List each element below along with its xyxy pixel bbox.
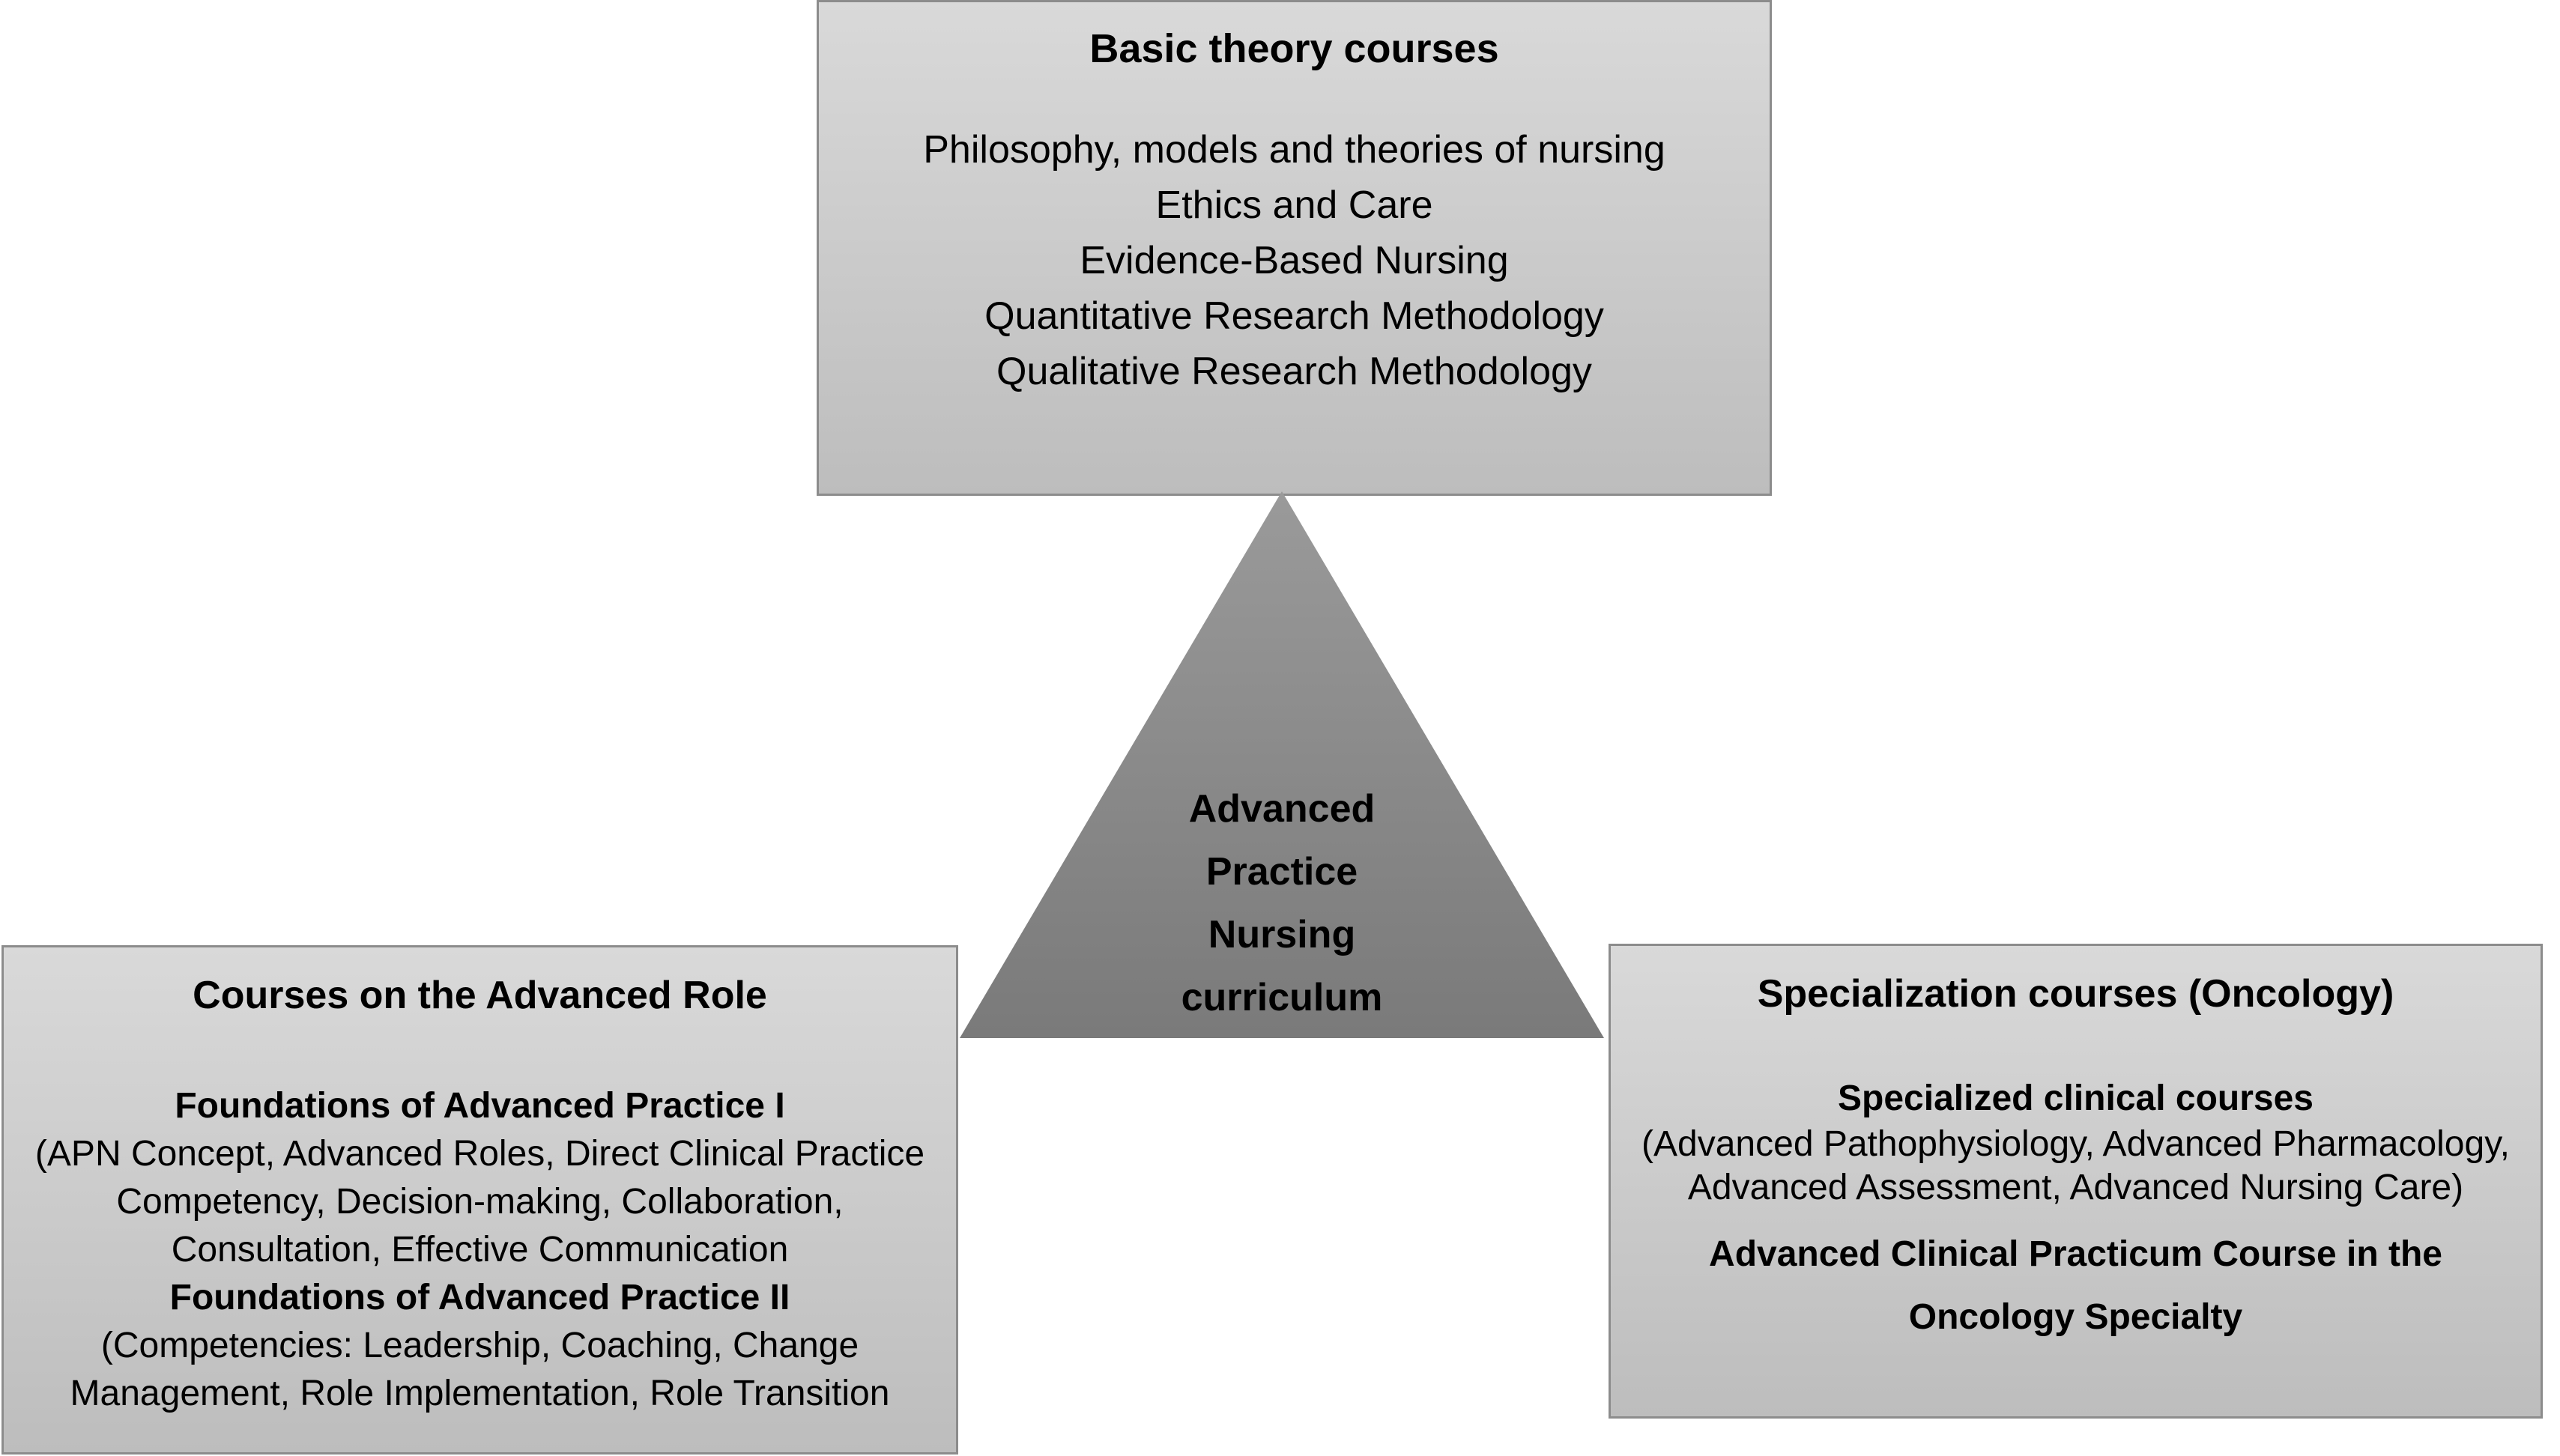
- course-item: Qualitative Research Methodology: [996, 350, 1592, 393]
- triangle-shape: [960, 491, 1604, 1038]
- curriculum-triangle: [960, 491, 1604, 1038]
- basic-theory-course-list: Philosophy, models and theories of nursi…: [819, 122, 1770, 399]
- specialization-content: Specialized clinical courses (Advanced P…: [1611, 1075, 2541, 1349]
- specialized-clinical-body: (Advanced Pathophysiology, Advanced Phar…: [1641, 1124, 2510, 1207]
- foundations-2-body: (Competencies: Leadership, Coaching, Cha…: [70, 1326, 890, 1413]
- basic-theory-title: Basic theory courses: [1089, 26, 1499, 71]
- triangle-label-line: Nursing: [1208, 913, 1356, 956]
- foundations-2-heading: Foundations of Advanced Practice II: [169, 1278, 790, 1317]
- triangle-label: Advanced Practice Nursing curriculum: [960, 777, 1604, 1029]
- advanced-role-content: Foundations of Advanced Practice I (APN …: [4, 1082, 956, 1418]
- basic-theory-box: Basic theory courses Philosophy, models …: [817, 0, 1772, 496]
- advanced-role-box: Courses on the Advanced Role Foundations…: [1, 945, 958, 1455]
- foundations-1-body: (APN Concept, Advanced Roles, Direct Cli…: [34, 1134, 925, 1270]
- practicum-heading: Advanced Clinical Practicum Course in th…: [1709, 1234, 2442, 1337]
- specialization-title: Specialization courses (Oncology): [1757, 972, 2394, 1016]
- course-item: Philosophy, models and theories of nursi…: [923, 128, 1665, 172]
- course-item: Evidence-Based Nursing: [1080, 239, 1509, 282]
- specialized-clinical-heading: Specialized clinical courses: [1838, 1079, 2314, 1118]
- course-item: Ethics and Care: [1155, 183, 1433, 227]
- triangle-label-line: Advanced: [1188, 787, 1376, 831]
- advanced-role-title: Courses on the Advanced Role: [193, 974, 767, 1017]
- foundations-1-heading: Foundations of Advanced Practice I: [175, 1086, 785, 1126]
- triangle-label-line: Practice: [1205, 850, 1358, 894]
- triangle-label-line: curriculum: [1181, 976, 1383, 1019]
- specialization-box: Specialization courses (Oncology) Specia…: [1609, 944, 2543, 1419]
- course-item: Quantitative Research Methodology: [984, 294, 1604, 338]
